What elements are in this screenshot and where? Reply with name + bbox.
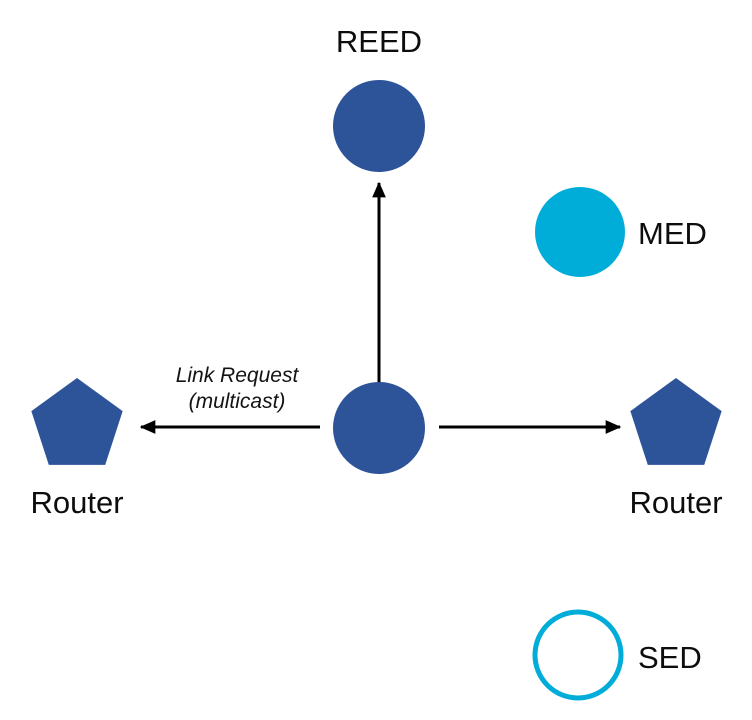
node-label-router-left: Router [30,485,123,520]
node-med-circle[interactable] [535,187,625,277]
node-sed-circle-outline[interactable] [532,609,624,701]
node-labels-layer: REED MED Router Router SED [30,24,722,675]
node-label-router-right: Router [629,485,722,520]
node-label-reed: REED [336,24,422,59]
edge-labels-layer: Link Request (multicast) [176,364,300,413]
node-router-right-pentagon[interactable] [630,378,722,465]
nodes-layer [31,80,722,701]
node-label-med: MED [638,216,707,251]
edges-layer [139,181,622,434]
edge-label-link-request-line1: Link Request [176,364,300,387]
node-reed-circle[interactable] [333,80,425,172]
edge-label-link-request-line2: (multicast) [189,390,286,413]
node-label-sed: SED [638,640,702,675]
node-router-left-pentagon[interactable] [31,378,123,465]
node-leader-circle[interactable] [333,382,425,474]
